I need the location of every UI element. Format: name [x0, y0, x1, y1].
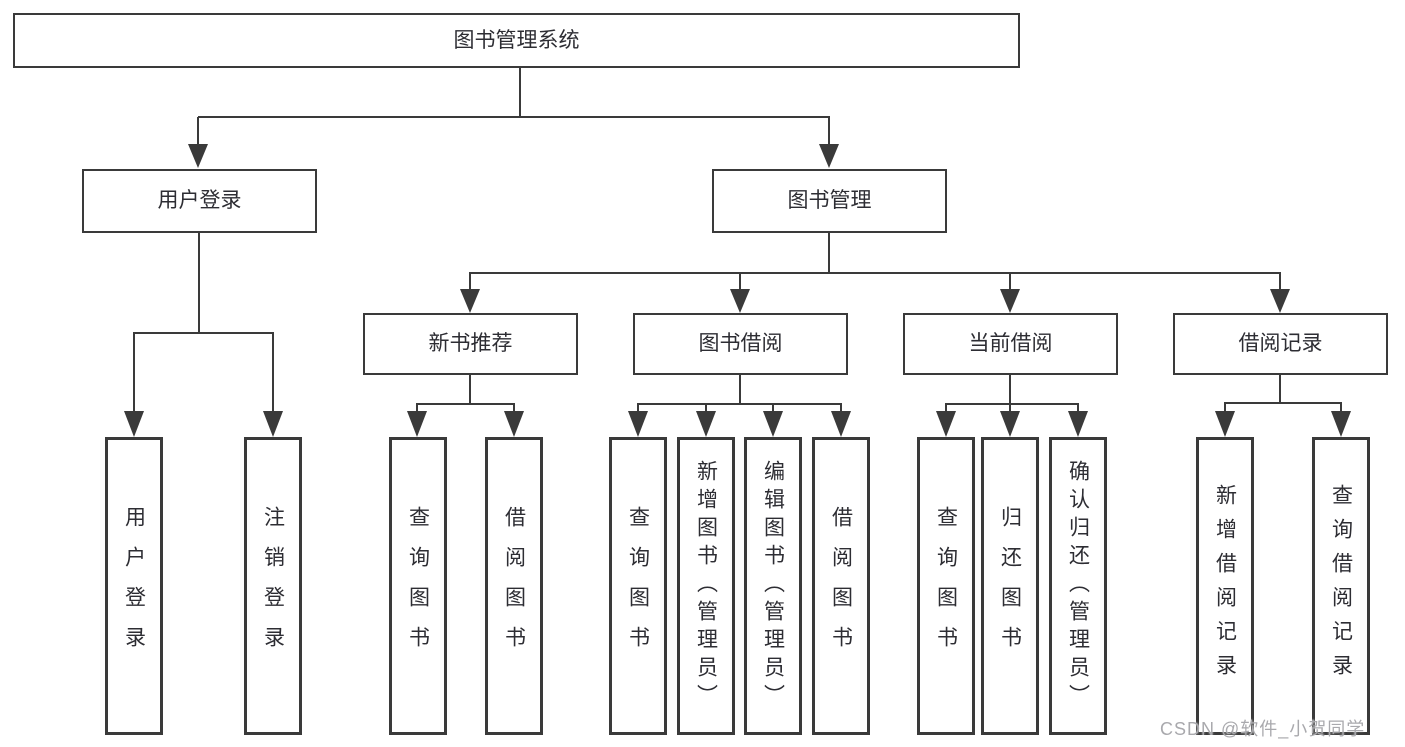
node-label: 图书管理	[787, 189, 872, 213]
connector-line	[637, 375, 842, 413]
node-current-borrowing: 当前借阅	[903, 313, 1118, 375]
connector-book-management-children	[460, 233, 1290, 313]
node-label: 注销登录	[261, 506, 285, 666]
arrowhead-logout-leaf	[263, 411, 283, 437]
node-label: 借阅记录	[1238, 332, 1323, 356]
node-label: 借阅图书	[502, 506, 526, 666]
arrowhead-borrow-books	[504, 411, 524, 437]
arrowhead-confirm-return	[1068, 411, 1088, 437]
node-add-borrow-record: 新增借阅记录	[1196, 437, 1254, 735]
node-label: 图书管理系统	[453, 28, 580, 52]
node-label: 新增图书（管理员）	[694, 460, 718, 712]
node-label: 图书借阅	[698, 332, 783, 356]
arrowhead-new-book-recommend	[460, 289, 480, 313]
arrowhead-edit-books	[763, 411, 783, 437]
node-library-management-system: 图书管理系统	[13, 13, 1020, 68]
node-search-books-current: 查询图书	[917, 437, 975, 735]
arrowhead-current-borrowing	[1000, 289, 1020, 313]
node-confirm-return-admin: 确认归还（管理员）	[1049, 437, 1107, 735]
node-label: 用户登录	[122, 506, 146, 666]
node-label: 查询借阅记录	[1329, 484, 1353, 688]
connector-root-to-level2	[188, 68, 839, 168]
node-logout-action: 注销登录	[244, 437, 302, 735]
arrowhead-search-books	[936, 411, 956, 437]
node-user-login-action: 用户登录	[105, 437, 163, 735]
connector-user-login-children	[124, 233, 283, 437]
node-borrow-books-recommend: 借阅图书	[485, 437, 543, 735]
node-borrowing-records: 借阅记录	[1173, 313, 1388, 375]
node-label: 借阅图书	[829, 506, 853, 666]
node-label: 编辑图书（管理员）	[761, 460, 785, 712]
node-search-books-borrowing: 查询图书	[609, 437, 667, 735]
arrowhead-user-login-branch	[188, 144, 208, 168]
node-return-books: 归还图书	[981, 437, 1039, 735]
node-label: 新书推荐	[428, 332, 513, 356]
node-new-book-recommend: 新书推荐	[363, 313, 578, 375]
node-book-management-branch: 图书管理	[712, 169, 947, 233]
node-user-login-branch: 用户登录	[82, 169, 317, 233]
node-label: 查询图书	[626, 506, 650, 666]
node-search-books-recommend: 查询图书	[389, 437, 447, 735]
connector-line	[945, 375, 1079, 413]
node-add-books-admin: 新增图书（管理员）	[677, 437, 735, 735]
connector-line	[197, 68, 830, 146]
connector-line	[133, 233, 274, 413]
connector-new-book-recommend-children	[407, 375, 524, 437]
node-search-borrow-record: 查询借阅记录	[1312, 437, 1370, 735]
node-edit-books-admin: 编辑图书（管理员）	[744, 437, 802, 735]
arrowhead-search-books	[628, 411, 648, 437]
node-label: 查询图书	[406, 506, 430, 666]
arrowhead-borrowing-records	[1270, 289, 1290, 313]
node-label: 确认归还（管理员）	[1066, 460, 1090, 712]
arrowhead-book-borrowing	[730, 289, 750, 313]
connector-borrowing-records-children	[1215, 375, 1351, 437]
node-book-borrowing: 图书借阅	[633, 313, 848, 375]
arrowhead-search-books	[407, 411, 427, 437]
node-label: 用户登录	[157, 189, 242, 213]
arrowhead-add-books	[696, 411, 716, 437]
connector-line	[416, 375, 515, 413]
connector-line	[469, 233, 1281, 291]
node-label: 新增借阅记录	[1213, 484, 1237, 688]
arrowhead-return-books	[1000, 411, 1020, 437]
node-label: 归还图书	[998, 506, 1022, 666]
csdn-watermark: CSDN @软件_小贺同学	[1160, 719, 1366, 739]
arrowhead-borrow-books	[831, 411, 851, 437]
node-label: 当前借阅	[968, 332, 1053, 356]
arrowhead-book-management-branch	[819, 144, 839, 168]
arrowhead-user-login-leaf	[124, 411, 144, 437]
arrowhead-search-borrow-record	[1331, 411, 1351, 437]
connector-line	[1224, 375, 1342, 413]
node-label: 查询图书	[934, 506, 958, 666]
node-borrow-books-borrowing: 借阅图书	[812, 437, 870, 735]
arrowhead-add-borrow-record	[1215, 411, 1235, 437]
connector-book-borrowing-children	[628, 375, 851, 437]
connector-current-borrowing-children	[936, 375, 1088, 437]
